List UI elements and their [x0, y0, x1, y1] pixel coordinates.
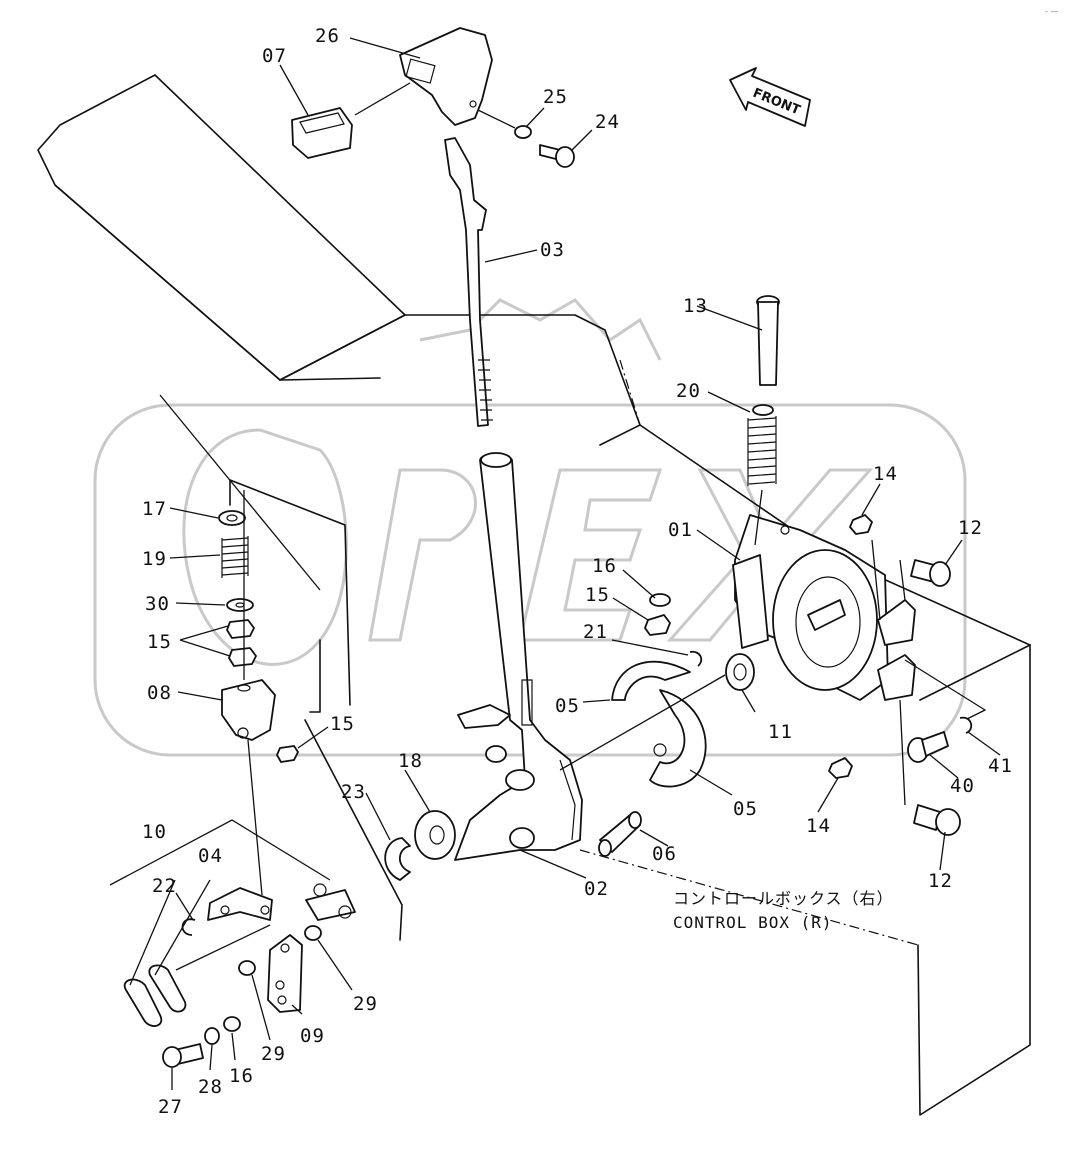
clevis	[221, 679, 276, 741]
e-clip	[384, 837, 411, 881]
thrust-washer	[414, 810, 456, 860]
link-bar-b	[148, 964, 187, 1013]
label-27: 27	[158, 1096, 183, 1118]
label-05-upper: 05	[555, 695, 580, 717]
label-22: 22	[152, 875, 177, 897]
knob-cap	[291, 82, 411, 159]
detent-bracket	[732, 514, 889, 701]
label-06: 06	[652, 843, 677, 865]
front-direction-arrow: FRONT	[729, 67, 811, 127]
label-04: 04	[198, 845, 223, 867]
label-29-lower: 29	[261, 1043, 286, 1065]
e-clip-small	[181, 918, 196, 936]
label-14-lower: 14	[806, 815, 831, 837]
label-15-left: 15	[147, 631, 172, 653]
label-18: 18	[398, 750, 423, 772]
label-11: 11	[768, 721, 793, 743]
left-washer	[218, 510, 246, 526]
label-30: 30	[145, 593, 170, 615]
bolt-12-lower	[913, 804, 961, 836]
bolt-40	[907, 731, 949, 763]
lock-washer	[514, 125, 532, 139]
label-25: 25	[543, 86, 568, 108]
washer-29b	[238, 960, 256, 976]
label-20: 20	[676, 380, 701, 402]
friction-plate-lower	[649, 689, 707, 788]
label-10: 10	[142, 821, 167, 843]
control-box-outline	[37, 74, 1031, 1116]
corner-mark: - —	[1045, 7, 1058, 16]
washer-16	[223, 1016, 241, 1032]
label-09: 09	[300, 1025, 325, 1047]
part-labels: 26 07 25 24 03 13 20 14 12 01 16 15 21 0…	[142, 25, 1013, 1118]
cap-screw	[756, 295, 780, 386]
label-01: 01	[668, 519, 693, 541]
nut-lower	[228, 647, 257, 667]
nut-14-upper	[849, 514, 873, 535]
bolt-12-upper	[910, 559, 951, 587]
detent-spring	[747, 404, 777, 486]
label-40: 40	[950, 775, 975, 797]
flat-washer	[226, 598, 254, 612]
label-05-lower: 05	[733, 798, 758, 820]
lever-bracket	[454, 452, 583, 861]
label-28: 28	[198, 1076, 223, 1098]
left-spring	[221, 536, 249, 578]
washer-16-right	[649, 593, 671, 607]
e-clip-21	[689, 650, 703, 667]
leader-lines	[169, 37, 1001, 1090]
link-plate	[207, 887, 273, 921]
clamp-plate-lower	[877, 654, 916, 701]
clevis-nut	[276, 745, 299, 763]
friction-plate-upper	[611, 660, 691, 701]
label-07: 07	[262, 45, 287, 67]
label-16-right: 16	[592, 555, 617, 577]
label-17: 17	[142, 498, 167, 520]
washer-41	[959, 716, 973, 734]
roller-pin	[598, 811, 642, 857]
label-15-clevis: 15	[330, 713, 355, 735]
nut-15-right	[644, 614, 671, 636]
label-03: 03	[540, 239, 565, 261]
link-pin-plate	[305, 883, 356, 921]
label-02: 02	[584, 878, 609, 900]
washer-29a	[304, 925, 322, 941]
label-12-lower: 12	[928, 870, 953, 892]
label-14-upper: 14	[873, 463, 898, 485]
label-41: 41	[988, 755, 1013, 777]
nut-14-lower	[828, 757, 853, 779]
lever-rod	[444, 137, 493, 427]
label-29-right: 29	[353, 993, 378, 1015]
caption-japanese: コントロールボックス（右）	[673, 889, 894, 908]
arm-plate	[267, 934, 303, 1013]
caption-english: CONTROL BOX (R)	[673, 913, 833, 932]
bolt-27	[162, 1043, 204, 1068]
link-bar-a	[123, 978, 163, 1027]
knob	[399, 27, 493, 126]
label-13: 13	[683, 295, 708, 317]
screw	[539, 144, 575, 168]
label-23: 23	[341, 781, 366, 803]
label-08: 08	[147, 682, 172, 704]
label-21: 21	[583, 621, 608, 643]
label-16-lower: 16	[229, 1065, 254, 1087]
label-12-upper: 12	[958, 517, 983, 539]
spring-washer-28	[204, 1027, 220, 1045]
bushing	[725, 653, 755, 691]
label-26: 26	[315, 25, 340, 47]
clamp-plate-upper	[877, 599, 916, 646]
label-19: 19	[142, 548, 167, 570]
label-15-right: 15	[585, 584, 610, 606]
nut-upper	[226, 619, 255, 639]
label-24: 24	[595, 111, 620, 133]
